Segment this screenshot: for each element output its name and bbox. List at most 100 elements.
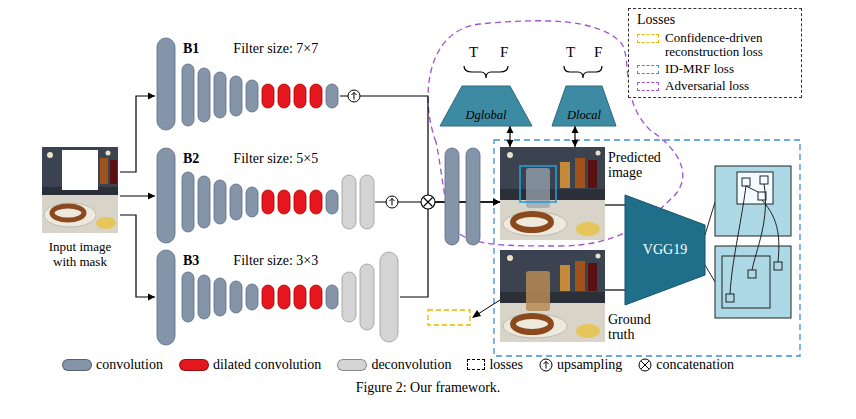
ground-truth-image: [560, 265, 570, 291]
predicted-image: [596, 151, 601, 156]
ground-truth-image: [575, 261, 585, 291]
input-image: [42, 195, 118, 233]
predicted-image: [575, 158, 585, 188]
b2-layers: [157, 148, 175, 243]
b2-layers: [278, 190, 290, 214]
legend-item: deconvolution: [337, 356, 451, 373]
feature-maps: [762, 200, 779, 262]
ground-truth-node: Ground truth: [500, 250, 605, 342]
upsampling-symbol: [352, 93, 357, 100]
discriminator-output: T: [469, 44, 478, 61]
input-image: [110, 160, 117, 184]
ground-truth-image: [576, 324, 600, 338]
legend-text: losses: [489, 356, 522, 373]
ground-truth-image: [500, 250, 605, 292]
b2-layers: [246, 187, 258, 217]
feature-maps: [760, 176, 768, 184]
b3-layers: [246, 284, 258, 310]
connector-line: [120, 215, 155, 297]
b2-layers: [230, 184, 242, 220]
concatenation-symbol: [424, 198, 433, 207]
ground-truth-image: [503, 314, 567, 338]
node-label: Dlocal: [552, 106, 616, 124]
branch-b3: B3 Filter size: 3×3: [155, 250, 400, 345]
brace: [464, 66, 508, 78]
input-image-node: Input image with mask: [40, 147, 120, 269]
arrowhead: [507, 140, 514, 147]
b2-layers: [294, 190, 306, 214]
legend-item: ID-MRF loss: [637, 62, 795, 76]
connector-line: [605, 289, 625, 290]
connector-arrow: [120, 193, 155, 200]
b1-layers: [230, 76, 242, 116]
arrowhead: [572, 126, 579, 133]
b1-layers: [310, 84, 322, 108]
b3-layers: [182, 272, 194, 322]
input-image: [106, 151, 111, 156]
confidence-loss-box: [478, 300, 500, 314]
predicted-image: [500, 147, 605, 240]
predicted-image: [560, 162, 570, 188]
predicted-image: [520, 166, 556, 202]
branch-b2: B2 Filter size: 5×5: [155, 148, 375, 243]
confidence-loss-box: [472, 310, 481, 318]
predicted-image: [503, 212, 567, 236]
ground-truth-image: [513, 316, 551, 332]
feature-maps: [722, 256, 770, 308]
node-label: B3: [183, 252, 199, 269]
legend-item: Adversarial loss: [637, 79, 795, 93]
b2-layers: [262, 190, 274, 214]
feature-maps: [752, 184, 765, 270]
legend-swatch: [179, 359, 209, 371]
b2-layers: [182, 172, 194, 232]
b2-layers: [326, 190, 338, 214]
global-discriminator: Dglobal: [440, 86, 532, 126]
feature-maps: [730, 186, 746, 294]
legend-item: dilated convolution: [179, 356, 321, 373]
node-label: Filter size: 3×3: [233, 252, 318, 269]
b1-layers: [182, 64, 194, 126]
ground-truth-image: [500, 250, 605, 342]
brace: [564, 66, 602, 78]
connector-arrow: [507, 126, 514, 147]
feature-maps: [715, 246, 791, 318]
node-label: B2: [183, 150, 199, 167]
feature-maps: [715, 166, 791, 236]
predicted-image: [588, 160, 597, 188]
discriminator-output: F: [500, 44, 508, 61]
legend-symbol: [639, 359, 651, 371]
node-label: Ground truth: [608, 312, 664, 342]
arrowhead: [493, 199, 500, 206]
predicted-image: [576, 222, 600, 236]
vgg19-network: VGG19: [625, 195, 705, 305]
input-image: [44, 203, 96, 227]
predicted-image: [500, 200, 605, 240]
b1-layers: [294, 84, 306, 108]
decoder-layers: [445, 148, 459, 245]
b1-layers: [157, 38, 175, 130]
b3-layers: [342, 272, 356, 322]
legend-text: dilated convolution: [213, 356, 321, 373]
ground-truth-image: [500, 303, 605, 342]
feature-maps: [705, 265, 715, 282]
legend-swatch: [637, 65, 659, 74]
node-label: Filter size: 5×5: [233, 150, 318, 167]
b1-layers: [278, 84, 290, 108]
arrowhead: [572, 140, 579, 147]
connector-arrow: [120, 215, 155, 301]
ground-truth-image: [596, 254, 601, 259]
legend-row: convolutiondilated convolutiondeconvolut…: [62, 356, 734, 373]
b1-layers: [246, 80, 258, 112]
node-label: Input image with mask: [40, 239, 120, 269]
input-image: [42, 147, 118, 233]
node-label: Filter size: 7×7: [233, 40, 318, 57]
decoder-layers: [466, 148, 480, 245]
b1-layers: [214, 72, 226, 118]
arrowhead: [507, 126, 514, 133]
b2-layers: [157, 148, 374, 243]
b2-layers: [310, 190, 322, 214]
node-label: Dglobal: [440, 106, 532, 124]
b3-layers: [214, 278, 226, 316]
arrowhead: [493, 199, 500, 206]
ground-truth-image: [500, 250, 605, 342]
